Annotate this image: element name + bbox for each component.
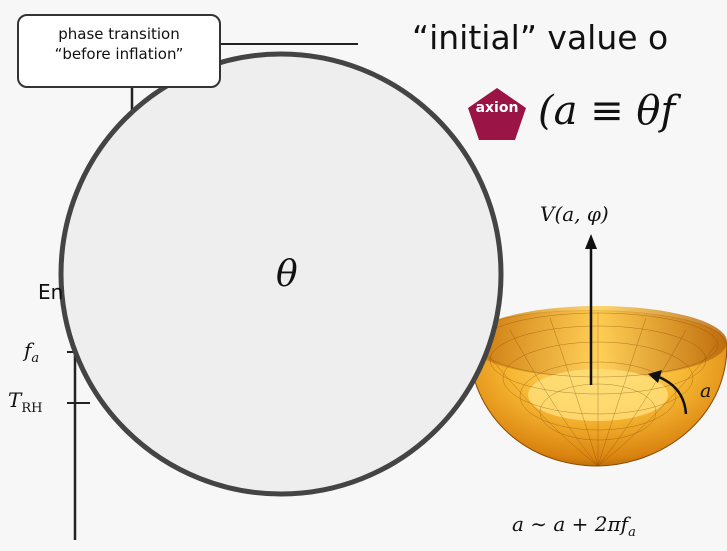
periodicity-expression: a ∼ a + 2πf — [512, 512, 628, 536]
periodicity-label: a ∼ a + 2πfa — [512, 512, 636, 540]
axion-definition: (a ≡ θf — [538, 88, 675, 134]
periodicity-subscript: a — [628, 525, 636, 540]
trh-symbol: T — [8, 388, 21, 412]
fa-tick-label: fa — [24, 338, 39, 366]
theta-label: θ — [276, 254, 298, 295]
trh-subscript: RH — [21, 401, 42, 416]
potential-label: V(a, φ) — [540, 202, 609, 226]
phase-transition-callout: phase transition “before inflation” — [17, 14, 221, 88]
fa-subscript: a — [31, 351, 39, 366]
potential-bowl — [468, 306, 727, 466]
callout-line-1: phase transition — [19, 24, 219, 44]
trh-tick-label: TRH — [8, 388, 42, 416]
energy-axis-label: En — [38, 280, 63, 304]
initial-value-heading: “initial” value o — [412, 18, 668, 57]
callout-line-2: “before inflation” — [19, 44, 219, 64]
arc-label: a — [700, 380, 711, 402]
axion-badge-label: axion — [470, 100, 524, 116]
potential-axis-arrowhead-icon — [585, 234, 597, 249]
